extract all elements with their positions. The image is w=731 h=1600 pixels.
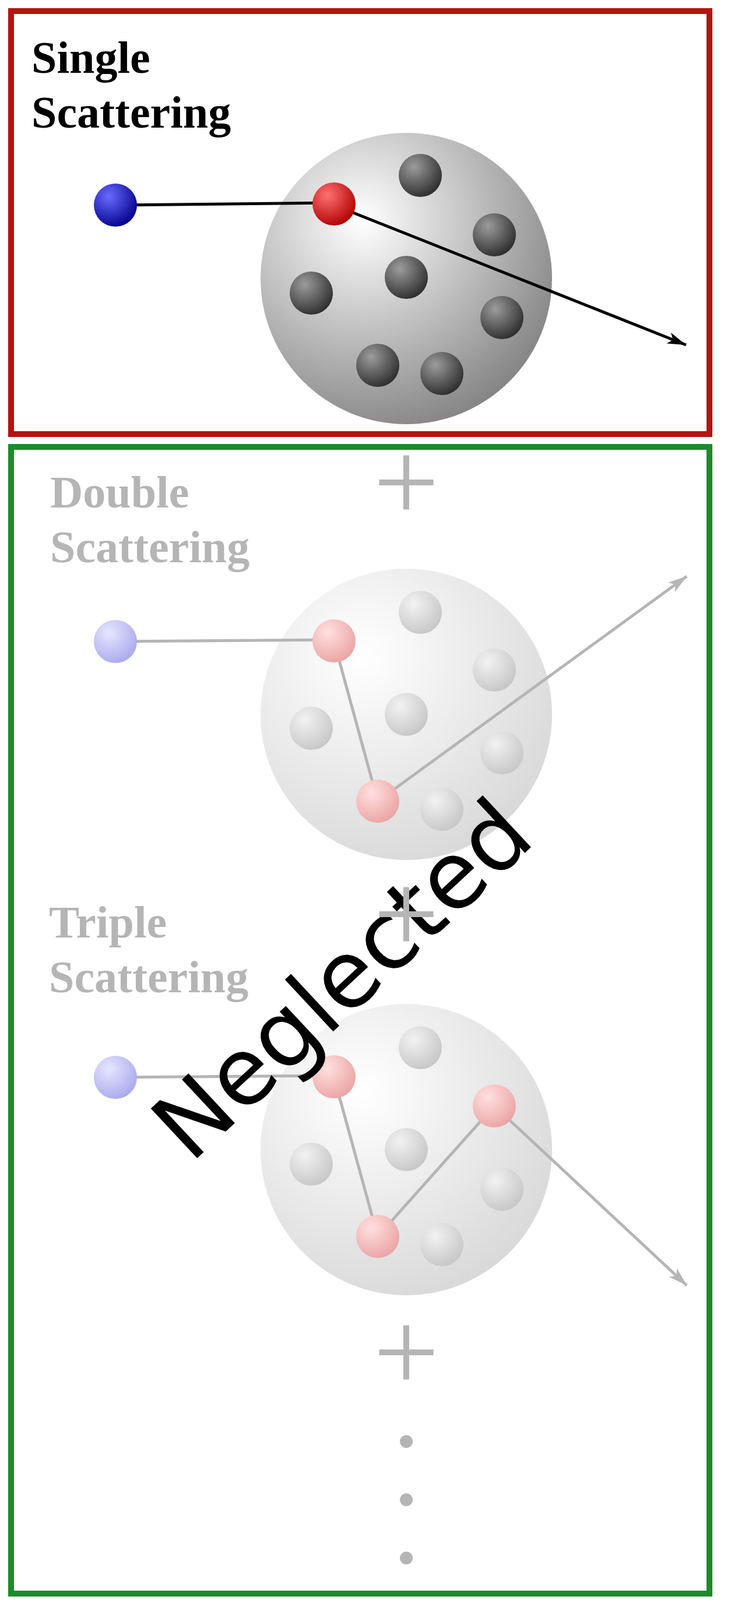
plus-sign: +: [373, 855, 440, 973]
double-scattering-figure: [93, 568, 687, 861]
single-scattering-figure: [93, 132, 687, 425]
panel-heading: Single Scattering: [31, 30, 231, 140]
plus-sign: +: [373, 423, 440, 541]
neglected-panel: Neglected: [8, 444, 713, 1598]
series-term-heading: Triple Scattering: [48, 895, 249, 1005]
plus-sign: +: [373, 1294, 440, 1411]
included-panel: Single Scattering: [8, 8, 713, 438]
series-term-heading: Double Scattering: [50, 465, 250, 575]
continuation-dots: [399, 1435, 413, 1566]
